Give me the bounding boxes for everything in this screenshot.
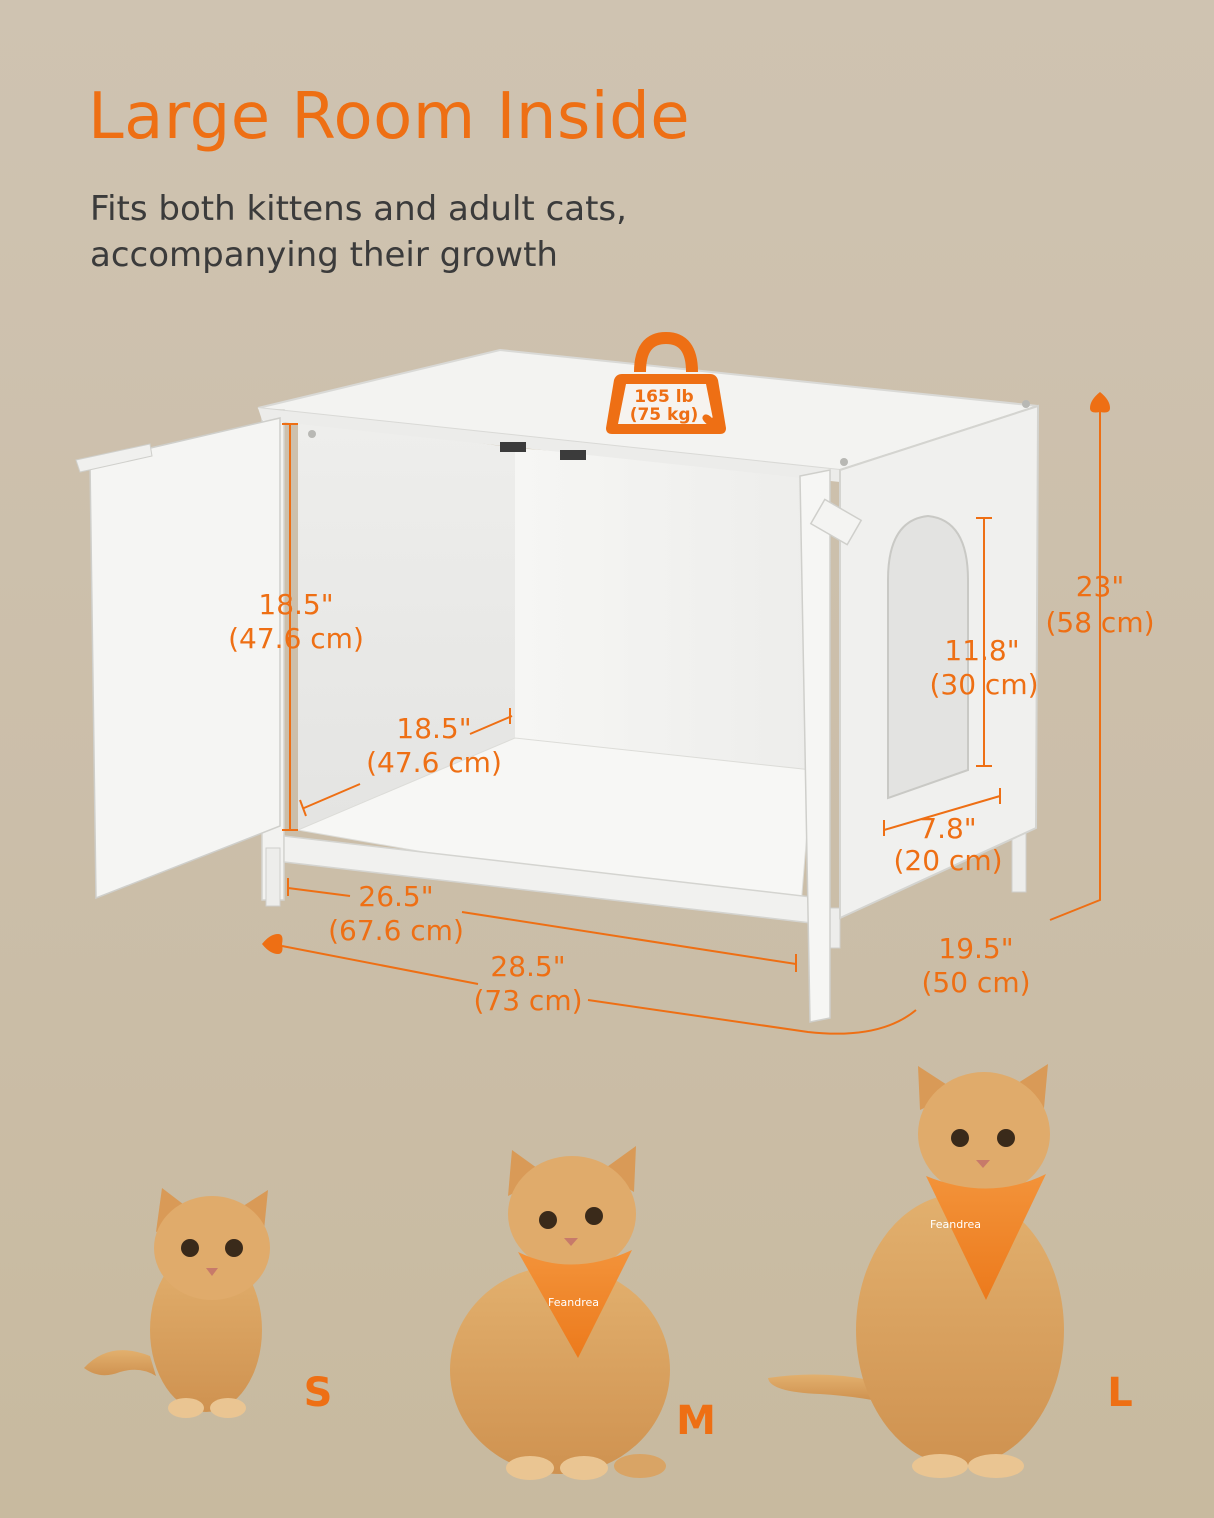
total-depth-in: 19.5" <box>938 932 1013 965</box>
cat-nose <box>206 1268 218 1276</box>
arrow-head-left-icon <box>262 934 283 954</box>
subheadline: Fits both kittens and adult cats, accomp… <box>90 186 790 278</box>
cat-paw <box>912 1454 968 1478</box>
dimension-lines <box>281 410 1101 1035</box>
bandana-brand: Feandrea <box>930 1218 981 1231</box>
interior-height-in: 18.5" <box>258 588 333 621</box>
door-width-cm: (20 cm) <box>893 844 1002 877</box>
door-height-line <box>976 517 992 767</box>
size-label-s: S <box>304 1370 333 1416</box>
cat-paw <box>506 1456 554 1480</box>
total-depth-cm: (50 cm) <box>921 966 1030 999</box>
total-height-cm: (58 cm) <box>1045 606 1154 639</box>
cat-eye <box>225 1239 243 1257</box>
total-width-in: 28.5" <box>490 950 565 983</box>
cat-eye <box>585 1207 603 1225</box>
screw <box>308 430 316 438</box>
cat-large: Feandrea <box>768 1064 1064 1478</box>
total-width-cm: (73 cm) <box>473 984 582 1017</box>
kitten-small <box>84 1188 270 1418</box>
door-height-in: 11.8" <box>944 634 1019 667</box>
interior-width-cm: (67.6 cm) <box>328 914 464 947</box>
cat-nose <box>564 1238 578 1246</box>
cat-bandana <box>518 1250 632 1358</box>
door-width-line <box>883 788 1001 836</box>
cat-eye <box>997 1129 1015 1147</box>
load-capacity-lb: 165 lb <box>634 387 693 407</box>
interior-width-in: 26.5" <box>358 880 433 913</box>
cat-paw <box>210 1398 246 1418</box>
cat-ear <box>918 1066 958 1110</box>
side-entrance-opening <box>887 514 969 800</box>
load-capacity-kg: (75 kg) <box>630 405 699 425</box>
cat-tail <box>768 1374 872 1400</box>
load-capacity-badge: 165 lb (75 kg) <box>606 331 726 434</box>
cat-eye <box>951 1129 969 1147</box>
size-label-l: L <box>1107 1370 1133 1416</box>
cat-paw <box>968 1454 1024 1478</box>
subheadline-line-1: Fits both kittens and adult cats, <box>90 189 627 229</box>
left-door-hinge <box>75 443 153 473</box>
cabinet-left-wall <box>298 418 515 830</box>
cat-head <box>508 1156 636 1272</box>
cat-medium: Feandrea <box>450 1146 670 1480</box>
cat-paw <box>614 1454 666 1478</box>
cat-bandana <box>926 1174 1046 1300</box>
door-magnet-left <box>500 442 526 452</box>
cabinet-left-door <box>89 417 281 900</box>
cabinet-leg-front-left <box>265 847 281 907</box>
door-magnet-right <box>560 450 586 460</box>
interior-width-line <box>287 878 797 972</box>
total-height-line <box>1049 410 1101 921</box>
cat-paw <box>168 1398 204 1418</box>
interior-depth-cm: (47.6 cm) <box>366 746 502 779</box>
cabinet-right-door <box>799 469 831 1023</box>
total-height-in: 23" <box>1076 570 1125 603</box>
interior-depth-in: 18.5" <box>396 712 471 745</box>
door-width-in: 7.8" <box>919 812 976 845</box>
cat-tail <box>84 1350 156 1376</box>
bandana-brand: Feandrea <box>548 1296 599 1309</box>
interior-height-cm: (47.6 cm) <box>228 622 364 655</box>
door-height-cm: (30 cm) <box>929 668 1038 701</box>
screw <box>840 458 848 466</box>
right-door-hinge <box>809 498 863 546</box>
cat-paw <box>560 1456 608 1480</box>
cat-eye <box>181 1239 199 1257</box>
cat-head <box>918 1072 1050 1196</box>
cat-head <box>154 1196 270 1300</box>
arrow-head-up-icon <box>1090 392 1110 413</box>
headline: Large Room Inside <box>88 80 691 154</box>
interior-height-line <box>282 423 298 831</box>
size-label-m: M <box>676 1398 716 1444</box>
cat-eye <box>539 1211 557 1229</box>
total-width-line <box>281 945 917 1035</box>
subheadline-line-2: accompanying their growth <box>90 235 558 275</box>
cat-body <box>856 1194 1064 1466</box>
cabinet-back-wall <box>515 448 812 770</box>
cat-body <box>450 1266 670 1474</box>
cabinet-front-top-rail <box>258 408 840 482</box>
weight-icon <box>606 331 726 434</box>
cat-ear <box>600 1146 636 1192</box>
cat-nose <box>976 1160 990 1168</box>
screw <box>1022 400 1030 408</box>
cat-ear <box>1010 1064 1048 1108</box>
litter-box-cabinet <box>75 348 1040 1023</box>
interior-depth-line <box>299 708 513 817</box>
